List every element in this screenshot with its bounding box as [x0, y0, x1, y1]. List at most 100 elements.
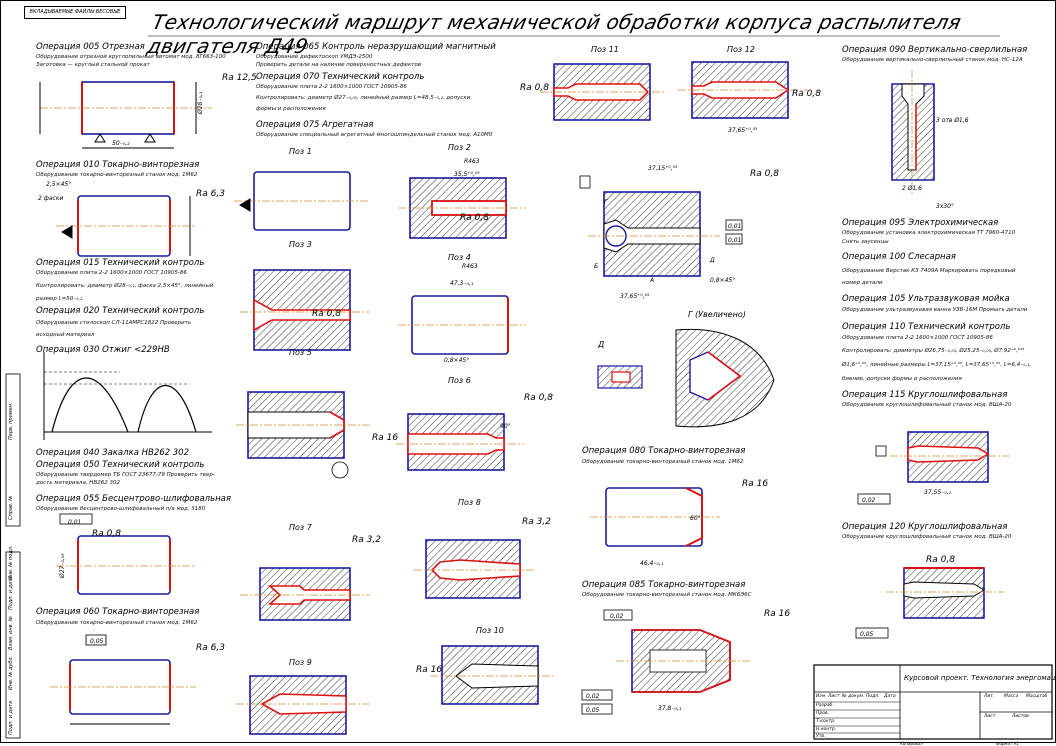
part-poz3 [240, 269, 370, 351]
part-poz11 [540, 63, 666, 121]
ra-op080: Ra 16 [742, 479, 768, 489]
part-poz1 [234, 171, 370, 231]
dim-r463-b: R463 [462, 263, 478, 270]
ra-poz2: Ra 0,8 [460, 213, 489, 223]
part-poz8 [414, 539, 536, 599]
poz-label-12: Поз 12 [727, 45, 755, 54]
view-d-label: Д [598, 340, 605, 349]
part-op060 [50, 634, 196, 725]
op110-line3: Ø1,6⁺⁰,⁰⁵, линейные размеры L=37,15⁺⁰,⁰⁵… [842, 362, 1032, 368]
poz-label-3: Поз 3 [289, 240, 312, 249]
dim-3765b: 37,65⁺⁰,⁰⁵ [620, 293, 650, 300]
op110-line1: Оборудование плита 2-2 1600×1000 ГОСТ 10… [842, 335, 993, 341]
view-d [597, 365, 643, 389]
ra-op005: Ra 12,5 [222, 73, 257, 83]
tb-mass: Масса [1004, 694, 1019, 699]
ra-op085: Ra 16 [764, 609, 790, 619]
op105-title: Операция 105 Ультразвуковая мойка [842, 294, 1010, 304]
tb-data: Дата [884, 694, 896, 699]
op050-line2: дость материала, НВ262 302 [36, 480, 120, 486]
tb-tkontr: Т.контр. [816, 719, 836, 724]
dim-375: 37,55₋₀,₁ [924, 489, 952, 496]
poz-label-7: Поз 7 [289, 523, 312, 532]
tb-sheets: Листов [1012, 714, 1029, 719]
poz-label-4: Поз 4 [448, 253, 471, 262]
title-block-course: Курсовой проект. Технология энергомашино… [904, 674, 1056, 682]
angle-90: 90° [500, 423, 511, 430]
dim-378: 37,8₋₀,₁ [658, 705, 682, 712]
tb-sheet: Лист [984, 714, 996, 719]
tol-001b: 0,01 [728, 223, 741, 230]
op055-line1: Оборудование бесцентрово-шлифовальный п/… [36, 506, 206, 512]
op100-line1: Оборудование Верстак КЗ 7409А Маркироват… [842, 268, 1016, 274]
op070-title: Операция 070 Технический контроль [256, 72, 425, 82]
op070-line2: Контролировать: диаметр Ø27₋₀,₀₅, линейн… [256, 95, 471, 101]
part-op080 [590, 487, 720, 547]
poz-label-5: Поз 5 [289, 348, 312, 357]
op070-line3: формы и расположения [256, 106, 326, 112]
op055-title: Операция 055 Бесцентрово-шлифовальная [36, 494, 232, 504]
poz-label-9: Поз 9 [289, 658, 312, 667]
op085-title: Операция 085 Токарно-винторезная [582, 580, 746, 590]
dim-2faski: 2 фаски [38, 195, 63, 202]
strip-label-3: Подп. и дата [8, 700, 14, 735]
tol-005c: 0,05 [860, 631, 874, 638]
strip-label-2: Перв. примен. [8, 402, 14, 440]
op005-line2: Заготовка — круглый стальной прокат [36, 62, 150, 68]
op120-title: Операция 120 Круглошлифовальная [842, 522, 1008, 532]
op060-line1: Оборудование токарно-винторезный станок … [36, 620, 198, 626]
op050-line1: Оборудование твердомер ТБ ГОСТ 23677-79 … [36, 472, 215, 478]
op050-title: Операция 050 Технический контроль [36, 460, 205, 470]
dim-50: 50₋₀,₂ [112, 140, 130, 147]
op010-line1: Оборудование токарно-винторезный станок … [36, 172, 198, 178]
view-g-label: Г (Увеличено) [688, 310, 746, 319]
part-op010 [56, 195, 196, 257]
strip-label-5: Взам. инв. № [8, 616, 14, 650]
op060-title: Операция 060 Токарно-винторезная [36, 607, 200, 617]
op015-line2: Контролировать: диаметр Ø28₋₀,₁, фаска 2… [36, 283, 214, 289]
corner-stamp: ВКЛАДЫВАЕМЫЕ ФАЙЛЫ ВЕСОВЫЕ [24, 6, 126, 19]
op095-line2: Снять заусенцы [842, 239, 889, 245]
ra-op055: Ra 0,8 [92, 529, 121, 539]
tb-copy: Копировал [900, 741, 923, 746]
part-op115 [857, 431, 1010, 505]
op100-title: Операция 100 Слесарная [842, 252, 956, 262]
dim-r463: R463 [464, 158, 480, 165]
part-poz2 [398, 177, 526, 239]
part-poz5 [236, 391, 370, 479]
op020-line2: исходный материал [36, 332, 95, 338]
op005-line1: Оборудование отрезной круглопильный авто… [36, 54, 226, 60]
op005-title: Операция 005 Отрезная [36, 42, 145, 52]
part-poz10 [430, 645, 556, 705]
dim-3otv: 3 отв Ø1,6 [936, 117, 969, 124]
dim-355: 35,5⁺⁰,⁰⁵ [454, 171, 480, 178]
tol-001c: 0,01 [728, 237, 741, 244]
ra-poz6: Ra 0,8 [524, 393, 553, 403]
part-op085 [581, 609, 750, 715]
part-op055 [56, 513, 196, 595]
tol-002c: 0,02 [862, 497, 876, 504]
tol-005b: 0,05 [586, 707, 600, 714]
poz-label-8: Поз 8 [458, 498, 481, 507]
part-op090 [891, 70, 935, 196]
tol-002: 0,02 [610, 613, 624, 620]
op110-line4: биение, допуски формы и расположения [842, 376, 962, 382]
ra-poz7: Ra 3,2 [352, 535, 381, 545]
ra-poz12: Ra 0,8 [792, 89, 821, 99]
op080-title: Операция 080 Токарно-винторезная [582, 446, 746, 456]
dim-2x16: 2 Ø1,6 [902, 185, 922, 192]
op110-line2: Контролировать: диаметры Ø26,75₋₀,₀₃, Ø2… [842, 348, 1025, 354]
strip-label-4: Инв. № дубл. [8, 655, 14, 690]
op065-line2: Проверить детали на наличие поверхностны… [256, 62, 422, 68]
ra-poz10: Ra 16 [416, 665, 442, 675]
dim-464: 46,4₋₀,₁ [640, 560, 664, 567]
dim-c08b: 0,8×45° [710, 277, 735, 284]
ra-op120: Ra 0,8 [926, 555, 955, 565]
op010-title: Операция 010 Токарно-винторезная [36, 160, 200, 170]
part-poz4 [398, 295, 526, 355]
tb-ndok: № докум. [842, 694, 865, 699]
tb-razrab: Разраб. [816, 703, 834, 708]
op015-line1: Оборудование плита 2-2 1600×1000 ГОСТ 10… [36, 270, 187, 276]
part-poz6 [396, 413, 524, 471]
op040-title: Операция 040 Закалка НВ262 302 [36, 448, 189, 458]
